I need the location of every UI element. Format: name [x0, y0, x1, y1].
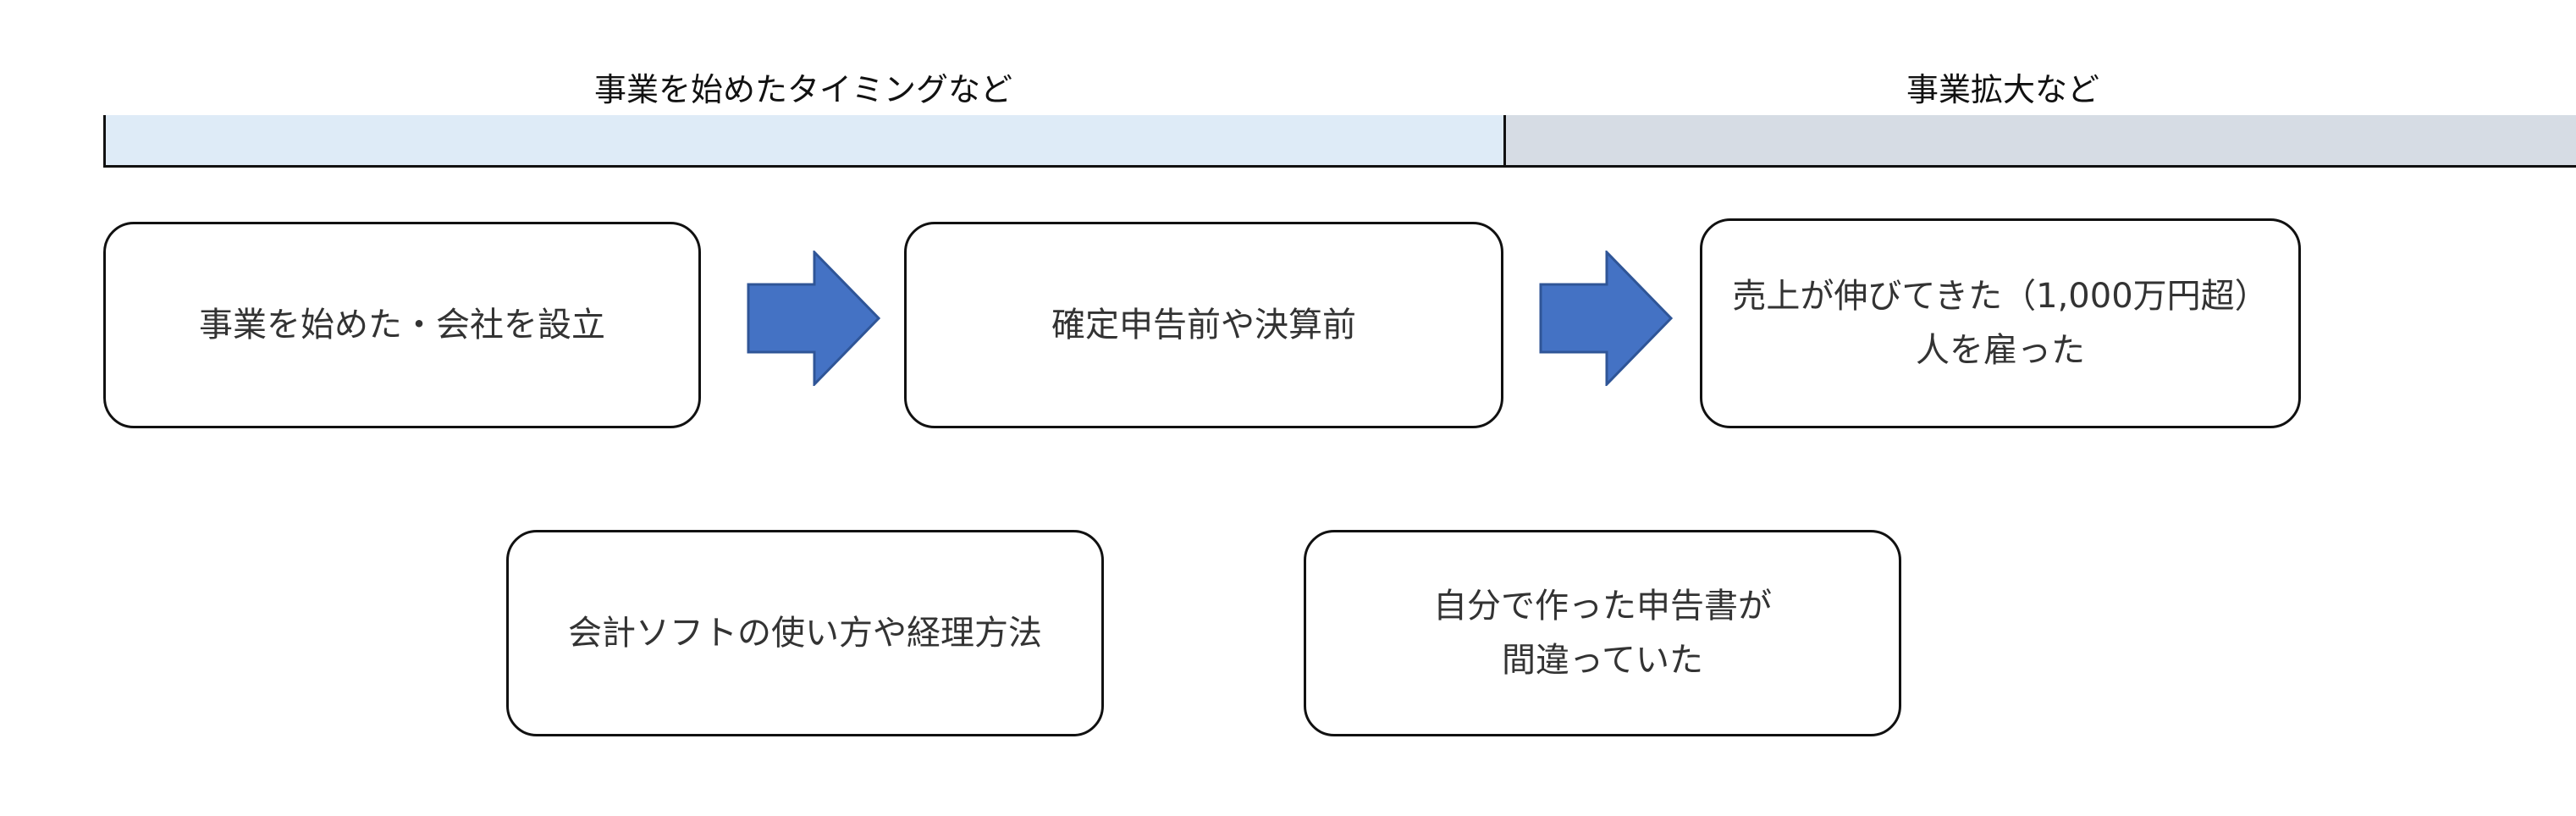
box-accounting-software: 会計ソフトの使い方や経理方法	[506, 530, 1104, 736]
box-before-filing-text: 確定申告前や決算前	[1051, 306, 1356, 345]
phase-band-expansion	[1503, 115, 2576, 168]
box-expansion: 売上が伸びてきた（1,000万円超） 人を雇った	[1700, 218, 2301, 428]
box-expansion-text-line2: 人を雇った	[1916, 331, 2085, 370]
box-filing-mistake-text-line1: 自分で作った申告書が	[1433, 587, 1772, 626]
right-arrow-icon	[1539, 251, 1674, 386]
phase-heading-expansion: 事業拡大など	[1906, 71, 2099, 108]
box-start-business: 事業を始めた・会社を設立	[103, 222, 701, 428]
phase-heading-start: 事業を始めたタイミングなど	[593, 71, 1012, 108]
box-start-business-text: 事業を始めた・会社を設立	[199, 306, 605, 345]
box-filing-mistake-text-line2: 間違っていた	[1502, 641, 1703, 680]
box-expansion-text-line1: 売上が伸びてきた（1,000万円超）	[1732, 277, 2269, 316]
phase-band-start	[103, 115, 1503, 168]
right-arrow-icon	[747, 251, 881, 386]
box-accounting-software-text: 会計ソフトの使い方や経理方法	[568, 614, 1042, 653]
box-filing-mistake: 自分で作った申告書が 間違っていた	[1304, 530, 1901, 736]
box-before-filing: 確定申告前や決算前	[904, 222, 1503, 428]
